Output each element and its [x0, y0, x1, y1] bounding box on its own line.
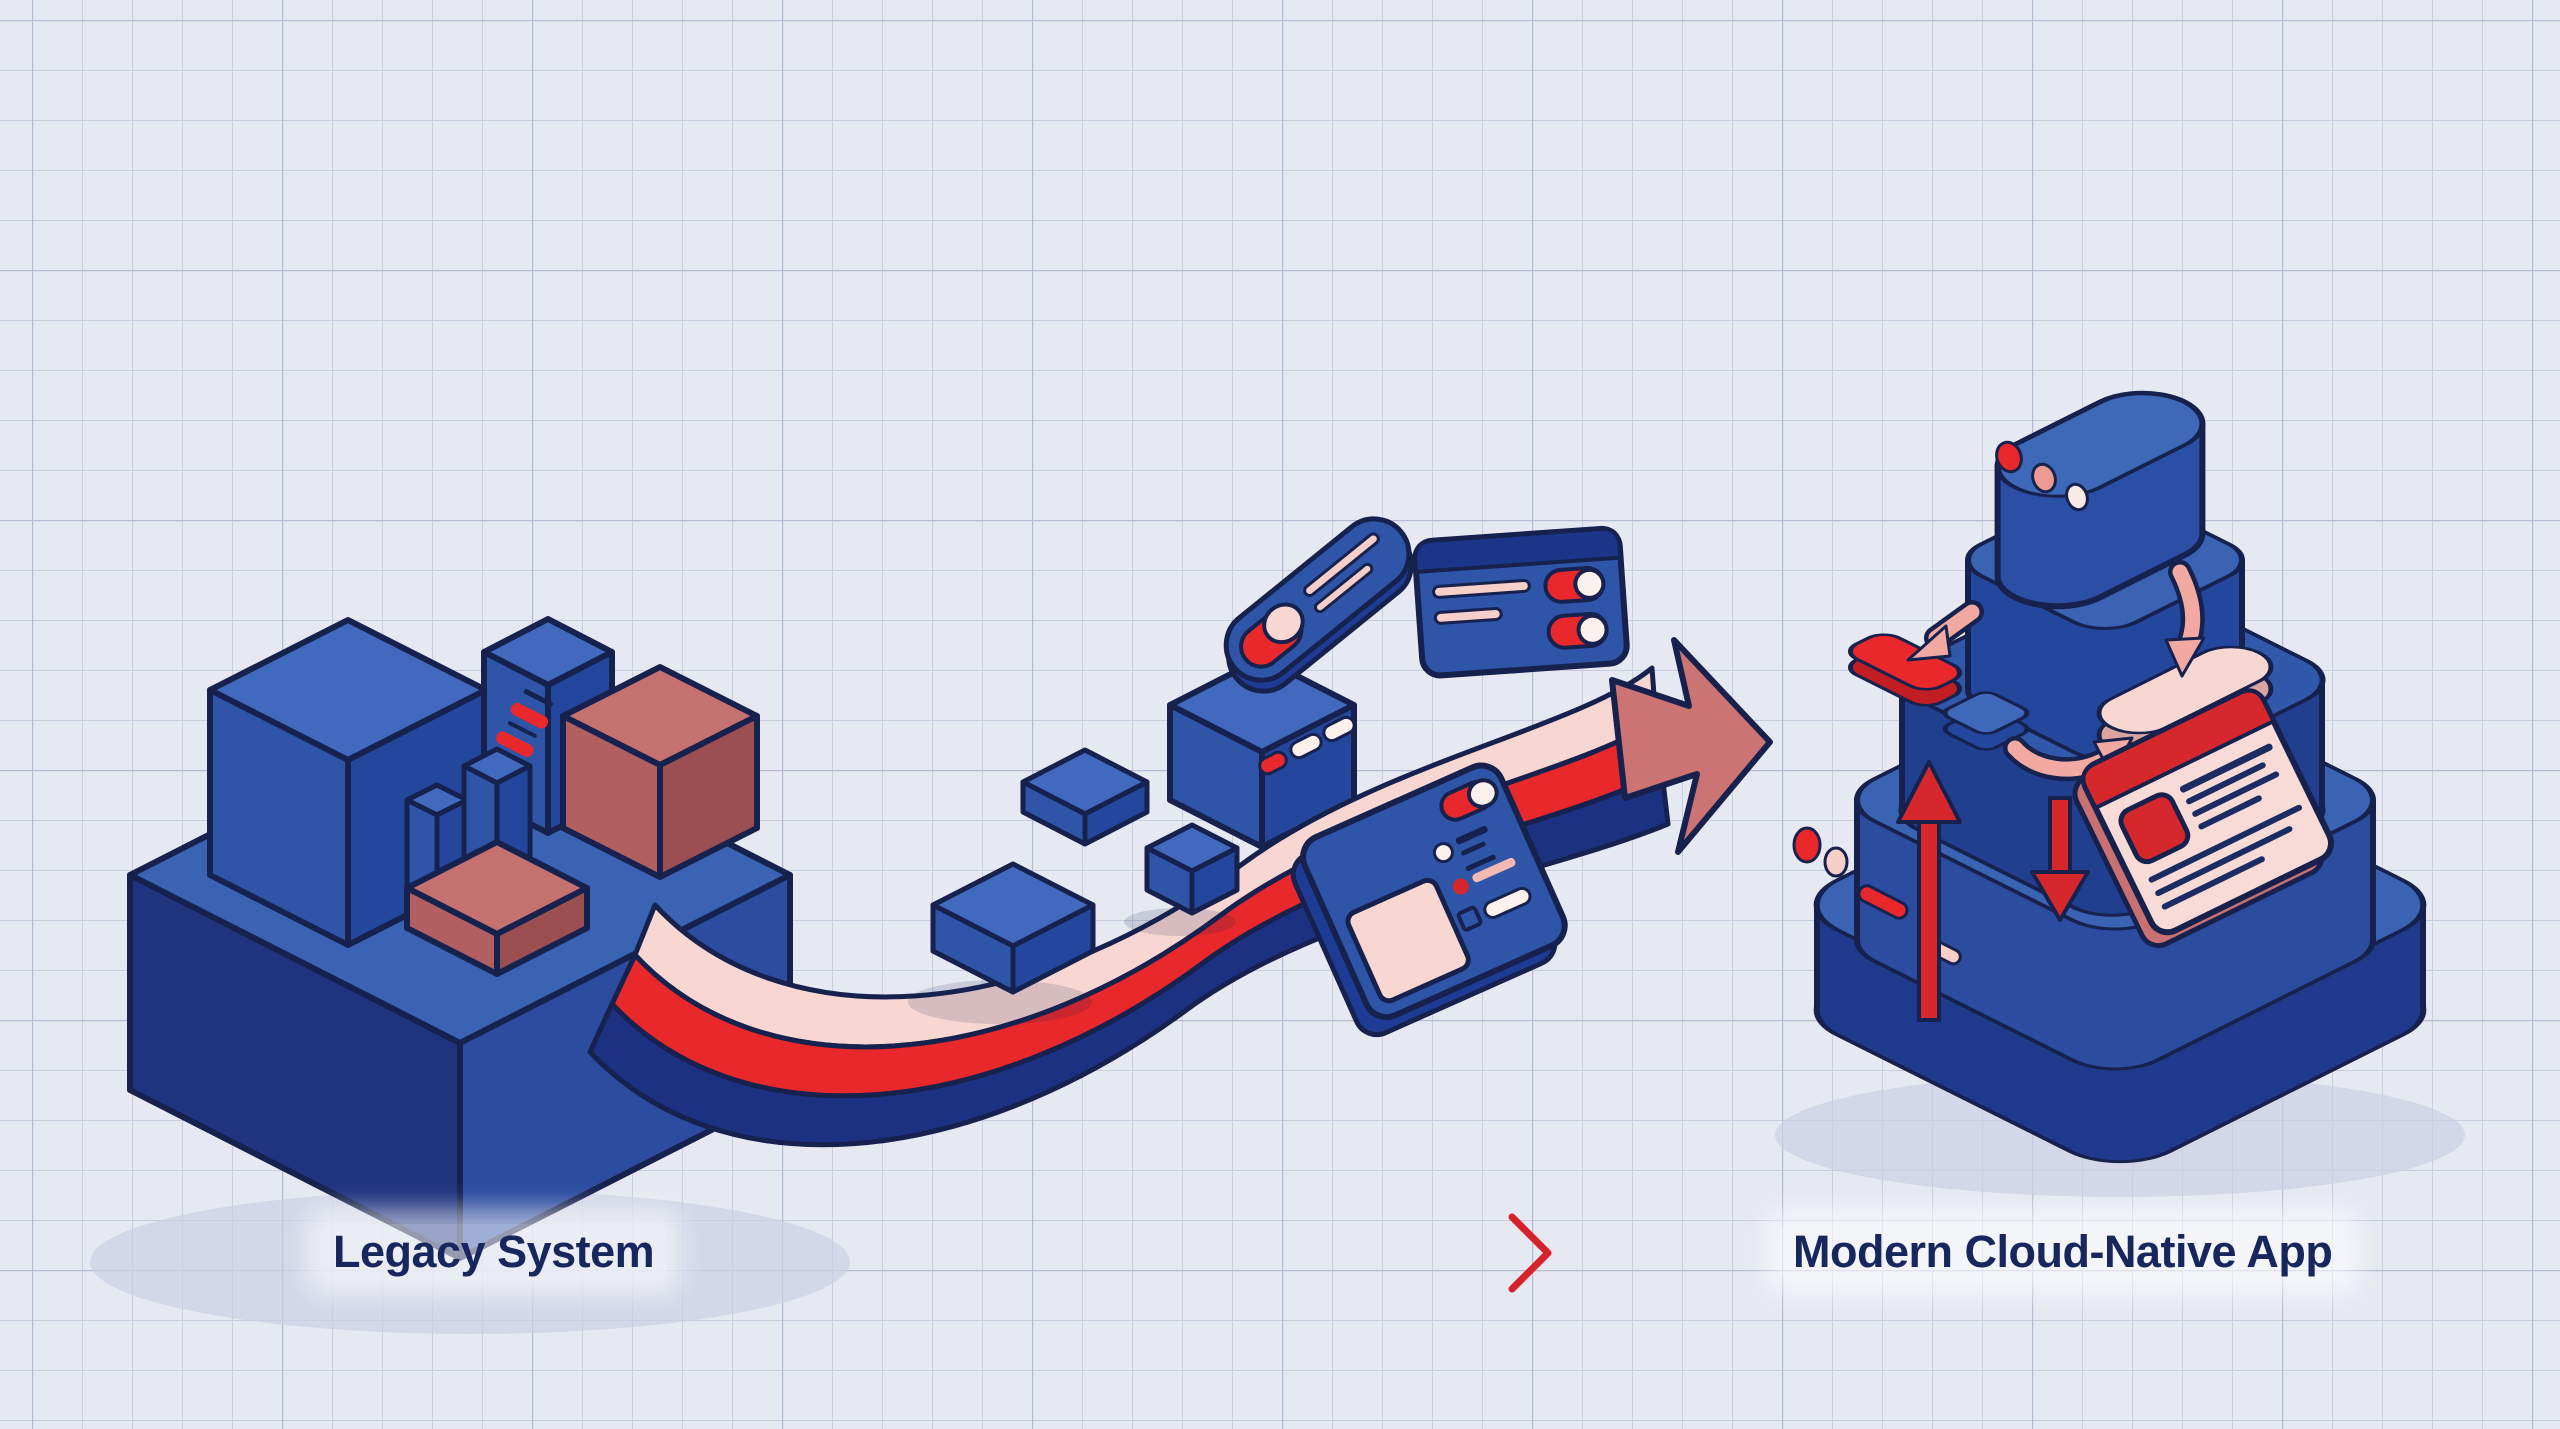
device-card	[1290, 762, 1568, 1038]
settings-card	[1412, 525, 1630, 679]
red-up-arrow-icon	[1896, 760, 1962, 1022]
card-header	[1413, 526, 1623, 574]
flow-arrowhead-icon	[1508, 1213, 1552, 1293]
pill-box	[1167, 655, 1357, 850]
red-down-arrow-icon	[2030, 796, 2090, 922]
settings-toggle-icon	[1543, 566, 1606, 604]
device-screen	[1345, 877, 1471, 1004]
browser-header	[2081, 688, 2276, 810]
mini-cube	[1942, 691, 2030, 751]
browser-tile-icon	[2118, 792, 2191, 865]
toggle-knob-icon	[1239, 602, 1305, 669]
label-modern-cloud-native-app: Modern Cloud-Native App	[1781, 1224, 2345, 1280]
pink-arrow-to-button-icon	[1906, 600, 1984, 662]
legacy-red-cube	[560, 664, 760, 880]
pink-arrow-down-icon	[2164, 560, 2206, 678]
stack-pill-topper	[1994, 390, 2206, 610]
browser-card	[2072, 688, 2334, 949]
ribbon-arrowhead-icon	[1609, 637, 1773, 855]
settings-toggle-icon	[1546, 611, 1609, 650]
legacy-red-slab	[404, 839, 590, 977]
device-toggle-icon	[1439, 778, 1499, 822]
status-dots-icon	[1995, 440, 2089, 512]
cloud-stack	[1792, 390, 2427, 1164]
flow-arrow	[1031, 1213, 1552, 1293]
floating-cubes	[908, 747, 1240, 1024]
label-legacy-system: Legacy System	[321, 1224, 667, 1280]
toggle-pill-bar	[1223, 516, 1414, 694]
